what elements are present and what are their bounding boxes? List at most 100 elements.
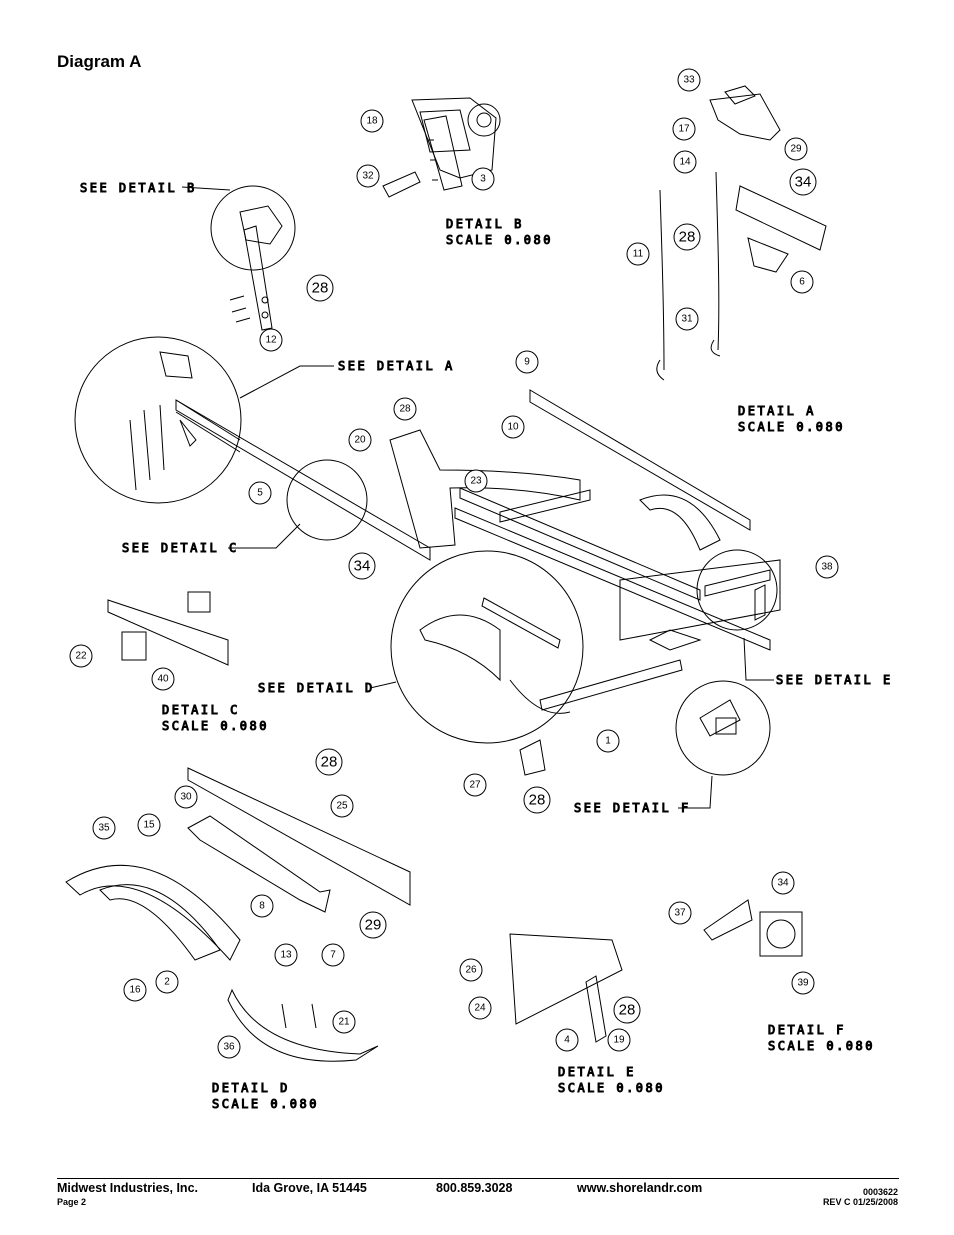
part-balloon-28 [315, 748, 343, 776]
part-balloon-17 [672, 117, 696, 141]
detail-d-scale: SCALE 0.080 [212, 1097, 319, 1111]
footer-doc-number: 0003622 [862, 1187, 898, 1197]
part-number-34: 34 [795, 174, 812, 191]
detail-f-circle [675, 680, 771, 776]
winch-stand-drawing [382, 97, 501, 198]
detail-b-title: DETAIL B [446, 217, 524, 231]
part-balloon-31 [675, 307, 699, 331]
part-number-6: 6 [799, 277, 805, 288]
callout-leaders [181, 186, 774, 809]
detail-e-drawing [509, 933, 623, 1043]
part-number-27: 27 [469, 780, 481, 791]
part-balloon-34 [789, 168, 817, 196]
part-balloon-12 [259, 328, 283, 352]
part-balloons: 1234567891011121314151617181920212223242… [69, 68, 839, 1059]
see-detail-c-label: SEE DETAIL C [122, 541, 239, 555]
detail-d-circle [390, 550, 584, 744]
detail-e-circle [696, 549, 778, 631]
part-balloon-3 [471, 167, 495, 191]
part-balloon-34 [348, 552, 376, 580]
part-balloon-20 [348, 428, 372, 452]
part-number-33: 33 [683, 75, 695, 86]
detail-c-circle [286, 459, 368, 541]
part-number-30: 30 [180, 792, 192, 803]
detail-f-title: DETAIL F [768, 1023, 846, 1037]
detail-d-drawing [65, 767, 411, 1062]
part-number-40: 40 [157, 674, 169, 685]
part-number-32: 32 [362, 171, 374, 182]
part-number-28: 28 [321, 754, 338, 771]
part-balloon-21 [332, 1010, 356, 1034]
see-detail-b-label: SEE DETAIL B [80, 181, 197, 195]
part-number-13: 13 [280, 950, 292, 961]
part-number-19: 19 [613, 1035, 625, 1046]
part-number-10: 10 [507, 422, 519, 433]
detail-e-title: DETAIL E [558, 1065, 636, 1079]
part-balloon-1 [596, 729, 620, 753]
part-number-21: 21 [338, 1017, 350, 1028]
see-detail-a-label: SEE DETAIL A [338, 359, 455, 373]
part-balloon-34 [771, 871, 795, 895]
part-number-20: 20 [354, 435, 366, 446]
detail-f-drawing [703, 899, 803, 957]
part-balloon-13 [274, 943, 298, 967]
part-number-8: 8 [259, 901, 265, 912]
detail-a-title: DETAIL A [738, 404, 816, 418]
detail-a-circle [74, 336, 242, 504]
part-number-16: 16 [129, 985, 141, 996]
see-detail-f-label: SEE DETAIL F [574, 801, 691, 815]
part-balloon-28 [306, 274, 334, 302]
footer-revision: REV C 01/25/2008 [822, 1197, 898, 1207]
part-balloon-32 [356, 164, 380, 188]
part-balloon-5 [248, 481, 272, 505]
part-number-28: 28 [619, 1002, 636, 1019]
part-balloon-24 [468, 996, 492, 1020]
part-number-3: 3 [480, 174, 486, 185]
detail-f-scale: SCALE 0.080 [768, 1039, 875, 1053]
footer-rule [57, 1178, 899, 1179]
part-balloon-39 [791, 971, 815, 995]
part-balloon-28 [673, 223, 701, 251]
part-balloon-2 [155, 970, 179, 994]
part-balloon-33 [677, 68, 701, 92]
part-balloon-40 [151, 667, 175, 691]
detail-d-title: DETAIL D [212, 1081, 290, 1095]
part-number-12: 12 [265, 335, 277, 346]
detail-a-scale: SCALE 0.080 [738, 420, 845, 434]
part-balloon-27 [463, 773, 487, 797]
part-number-24: 24 [474, 1003, 486, 1014]
part-number-37: 37 [674, 908, 686, 919]
part-number-1: 1 [605, 736, 611, 747]
part-number-22: 22 [75, 651, 87, 662]
part-number-9: 9 [524, 357, 530, 368]
part-balloon-16 [123, 978, 147, 1002]
part-balloon-6 [790, 270, 814, 294]
part-balloon-10 [501, 415, 525, 439]
detail-c-title: DETAIL C [162, 703, 240, 717]
part-number-23: 23 [470, 476, 482, 487]
detail-a-drawing [656, 85, 827, 381]
part-balloon-23 [464, 469, 488, 493]
detail-c-drawing [107, 591, 229, 666]
part-balloon-28 [523, 786, 551, 814]
part-balloon-38 [815, 555, 839, 579]
part-balloon-8 [250, 894, 274, 918]
part-number-7: 7 [330, 950, 336, 961]
footer-page: Page 2 [57, 1197, 87, 1207]
part-number-34: 34 [777, 878, 789, 889]
part-number-38: 38 [821, 562, 833, 573]
footer-phone: 800.859.3028 [436, 1181, 513, 1195]
part-balloon-7 [321, 943, 345, 967]
detail-c-scale: SCALE 0.080 [162, 719, 269, 733]
part-number-11: 11 [633, 249, 644, 260]
part-number-18: 18 [366, 116, 378, 127]
part-number-39: 39 [797, 978, 809, 989]
part-number-28: 28 [529, 792, 546, 809]
part-balloon-22 [69, 644, 93, 668]
part-number-25: 25 [336, 801, 348, 812]
part-balloon-30 [174, 785, 198, 809]
part-balloon-4 [555, 1028, 579, 1052]
detail-b-circle [210, 185, 296, 331]
footer-web: www.shorelandr.com [577, 1181, 703, 1195]
